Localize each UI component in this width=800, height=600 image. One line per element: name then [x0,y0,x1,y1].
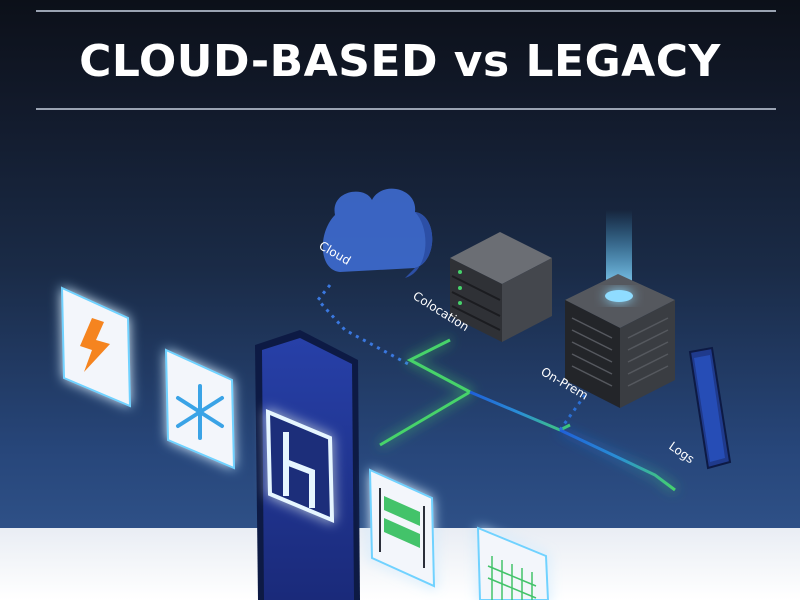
phone-device-icon [688,346,732,470]
datacenter-cube-icon [565,274,675,408]
top-rule [36,10,776,12]
grid-panel-card [476,526,550,600]
grid-panel-icon [487,556,537,600]
cloud-dotted-path [316,284,411,367]
server-icon [450,232,552,342]
brand-h-icon [265,408,335,524]
connection-paths [316,284,676,492]
lightning-icon [80,318,110,372]
logs-label: Logs [666,439,697,466]
page-title: CLOUD-BASED vs LEGACY [79,36,721,87]
snowflake-icon [176,384,224,440]
server-rack-icon [379,488,425,568]
colocation-path [379,338,474,447]
cloud-icon [322,188,433,278]
logs-path [559,428,676,492]
main-path [469,390,571,432]
bottom-rule [36,108,776,110]
